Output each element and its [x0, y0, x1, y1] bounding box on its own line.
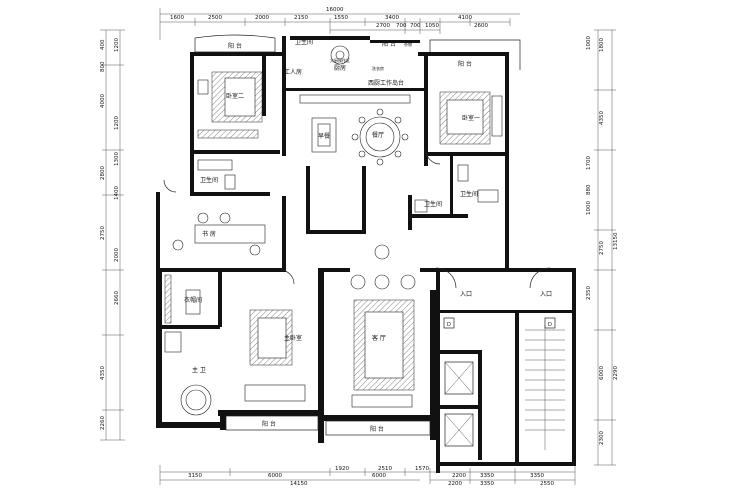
- dim-bottom: 6000: [268, 473, 282, 479]
- balconies: [194, 34, 521, 436]
- label-dining: 餐厅: [372, 131, 384, 139]
- dim-top: 2000: [255, 15, 269, 21]
- dim-bottom-total: 14150: [290, 481, 308, 487]
- dim-bottom: 1570: [415, 466, 429, 472]
- dim-left: 4350: [100, 366, 106, 380]
- walls: [156, 36, 576, 473]
- label-living: 客 厅: [372, 334, 386, 342]
- label-open-kitchen: 西厨工作岛台: [368, 79, 404, 87]
- dim-right-inner: 1700: [586, 156, 592, 170]
- dimension-lines: [100, 8, 616, 485]
- dim-top-total: 16000: [326, 7, 344, 13]
- dimension-texts: 16000 1600 2500 2000 2150 1550 3400 700 …: [100, 7, 619, 487]
- dim-right-total: 13150: [613, 232, 619, 250]
- dim-bottom: 2510: [378, 466, 392, 472]
- dim-left-inner: 1300: [114, 152, 120, 166]
- dim-bottom-sub: 2200: [448, 481, 462, 487]
- dim-bottom-sub: 3350: [530, 473, 544, 479]
- dim-left: 4000: [100, 94, 106, 108]
- label-cloak: 衣帽间: [184, 296, 202, 304]
- dim-left-inner: 1400: [114, 186, 120, 200]
- label-entry2: 入口: [540, 291, 552, 298]
- dim-top: 1050: [425, 23, 439, 29]
- dim-right: 4350: [599, 111, 605, 125]
- dim-top: 3400: [385, 15, 399, 21]
- furniture: [163, 45, 565, 450]
- label-kitchen: 厨房: [334, 64, 346, 72]
- dim-right: 6000: [599, 366, 605, 380]
- label-balcony-tl: 阳 台: [228, 42, 242, 50]
- label-wc-right: 卫生间: [460, 190, 478, 198]
- dim-right: 2750: [599, 241, 605, 255]
- dim-left: 400: [100, 39, 106, 50]
- dim-top: 2500: [208, 15, 222, 21]
- label-laundry: 洗衣房: [372, 65, 384, 71]
- dim-top: 2150: [294, 15, 308, 21]
- dim-bottom-sub: 2550: [540, 481, 554, 487]
- dim-left-inner: 2660: [114, 291, 120, 305]
- dim-left-inner: 1200: [114, 38, 120, 52]
- label-balcony-top: 阳 台: [382, 40, 396, 48]
- dim-top: 700: [410, 23, 421, 29]
- dim-left: 800: [100, 61, 106, 72]
- dim-bottom-sub: 3350: [480, 481, 494, 487]
- label-wc-mid: 卫生间: [200, 176, 218, 184]
- dim-bottom: 3350: [480, 473, 494, 479]
- label-balcony-tr: 阳 台: [458, 60, 472, 68]
- label-bedroom2: 卧室二: [226, 92, 244, 100]
- label-entry1: 入口: [460, 291, 472, 298]
- label-elevator-d1: D: [447, 322, 451, 328]
- dim-left: 2800: [100, 166, 106, 180]
- label-balcony-bc: 阳 台: [370, 425, 384, 433]
- dim-right: 2300: [599, 431, 605, 445]
- dim-top: 2600: [474, 23, 488, 29]
- dim-bottom: 3150: [188, 473, 202, 479]
- dim-right: 1800: [599, 38, 605, 52]
- dim-left-inner: 2000: [114, 248, 120, 262]
- label-worker-room: 工人房: [284, 68, 302, 76]
- dim-bottom: 2200: [452, 473, 466, 479]
- dim-top: 1600: [170, 15, 184, 21]
- dim-top: 4100: [458, 15, 472, 21]
- label-study: 书 房: [202, 230, 216, 238]
- label-balcony-bl: 阳 台: [262, 420, 276, 428]
- dim-left: 2260: [100, 416, 106, 430]
- dim-top: 2700: [376, 23, 390, 29]
- dim-top: 1550: [334, 15, 348, 21]
- label-bedroom1: 卧室一: [462, 114, 480, 122]
- label-master-bath: 主 卫: [192, 366, 206, 374]
- dim-right: 2290: [613, 366, 619, 380]
- dim-right: 2350: [586, 286, 592, 300]
- label-misc: 杂物: [404, 41, 412, 47]
- stair-treads: [525, 325, 565, 450]
- dim-left: 2750: [100, 226, 106, 240]
- label-wc-right2: 卫生间: [424, 200, 442, 208]
- dim-right-inner: 1000: [586, 201, 592, 215]
- label-master: 主卧室: [284, 334, 302, 342]
- dim-left-inner: 1200: [114, 116, 120, 130]
- label-breakfast: 早餐: [318, 132, 330, 140]
- dim-right-inner: 1000: [586, 36, 592, 50]
- dim-top: 700: [396, 23, 407, 29]
- dim-bottom: 6000: [372, 473, 386, 479]
- dim-bottom: 1920: [335, 466, 349, 472]
- room-labels: 阳 台 卫生间 厨房 阳 台 杂物 洗衣房 工人房 大厨操作区 卧室二 卧室一 …: [184, 38, 552, 433]
- label-elevator-d2: D: [548, 322, 552, 328]
- dim-right-inner: 880: [586, 184, 592, 195]
- label-chef-area: 大厨操作区: [330, 57, 350, 63]
- label-wc-top: 卫生间: [295, 38, 313, 46]
